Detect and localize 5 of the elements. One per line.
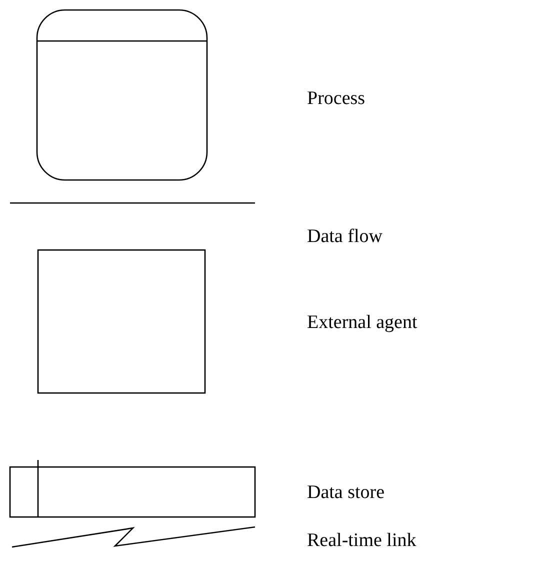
legend-label: Data store [307,482,385,504]
legend-label: Process [307,88,366,110]
legend-label: Data flow [307,226,382,248]
legend-label: External agent [307,312,418,334]
legend-label: Real-time link [307,530,416,552]
